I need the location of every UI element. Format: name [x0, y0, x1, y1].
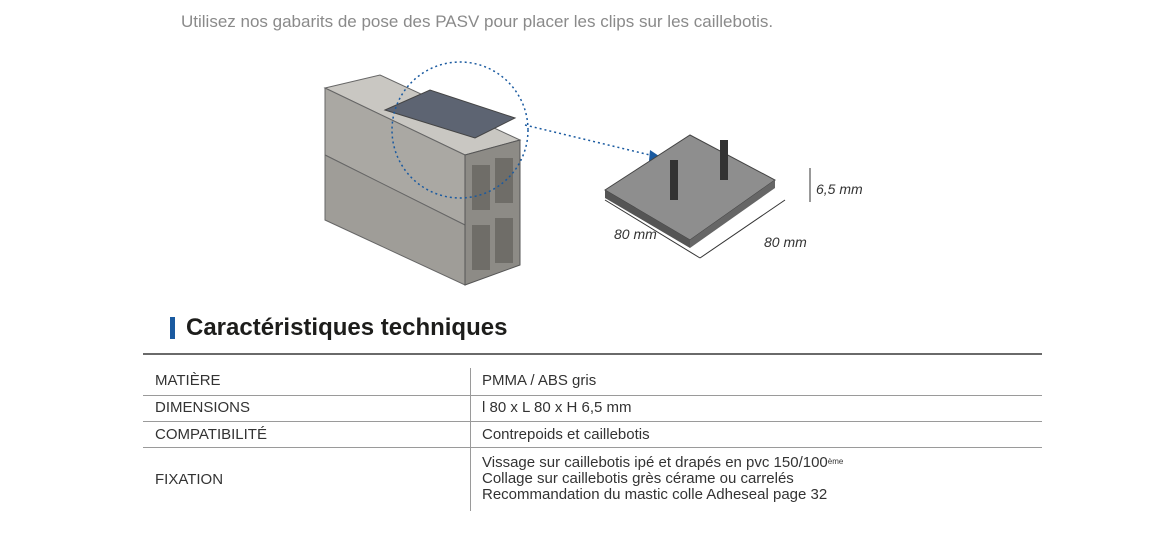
spec-label: FIXATION [155, 471, 224, 488]
spec-value: l 80 x L 80 x H 6,5 mm [482, 399, 632, 416]
spec-value: Contrepoids et caillebotis [482, 426, 650, 443]
dimension-width-label: 80 mm [614, 226, 657, 242]
superscript: ème [827, 457, 844, 466]
intro-text: Utilisez nos gabarits de pose des PASV p… [181, 12, 774, 31]
dimension-length-label: 80 mm [764, 234, 807, 250]
fixation-line: Collage sur caillebotis grès cérame ou c… [482, 470, 794, 487]
spec-label: COMPATIBILITÉ [155, 426, 267, 443]
table-row: DIMENSIONS l 80 x L 80 x H 6,5 mm [143, 396, 1042, 422]
section-title: Caractéristiques techniques [170, 314, 507, 342]
aluminium-profile-image [323, 74, 522, 286]
table-row: MATIÈRE PMMA / ABS gris [143, 368, 1042, 396]
fixation-line: Vissage sur caillebotis ipé et drapés en… [482, 455, 843, 471]
spec-value: Vissage sur caillebotis ipé et drapés en… [482, 455, 843, 503]
spec-label: MATIÈRE [155, 372, 221, 389]
section-title-text: Caractéristiques techniques [186, 314, 508, 341]
spec-label: DIMENSIONS [155, 399, 251, 416]
clip-template-image [604, 134, 776, 248]
product-illustration [323, 61, 811, 286]
spec-value: PMMA / ABS gris [482, 372, 597, 389]
dimension-height-label: 6,5 mm [816, 181, 863, 197]
title-accent-bar [170, 317, 175, 339]
table-row: FIXATION Vissage sur caillebotis ipé et … [143, 448, 1042, 511]
column-divider [470, 368, 471, 511]
table-top-rule [143, 353, 1042, 355]
table-row: COMPATIBILITÉ Contrepoids et caillebotis [143, 422, 1042, 448]
fixation-line: Recommandation du mastic colle Adheseal … [482, 486, 828, 503]
fixation-line-text: Vissage sur caillebotis ipé et drapés en… [482, 454, 828, 471]
